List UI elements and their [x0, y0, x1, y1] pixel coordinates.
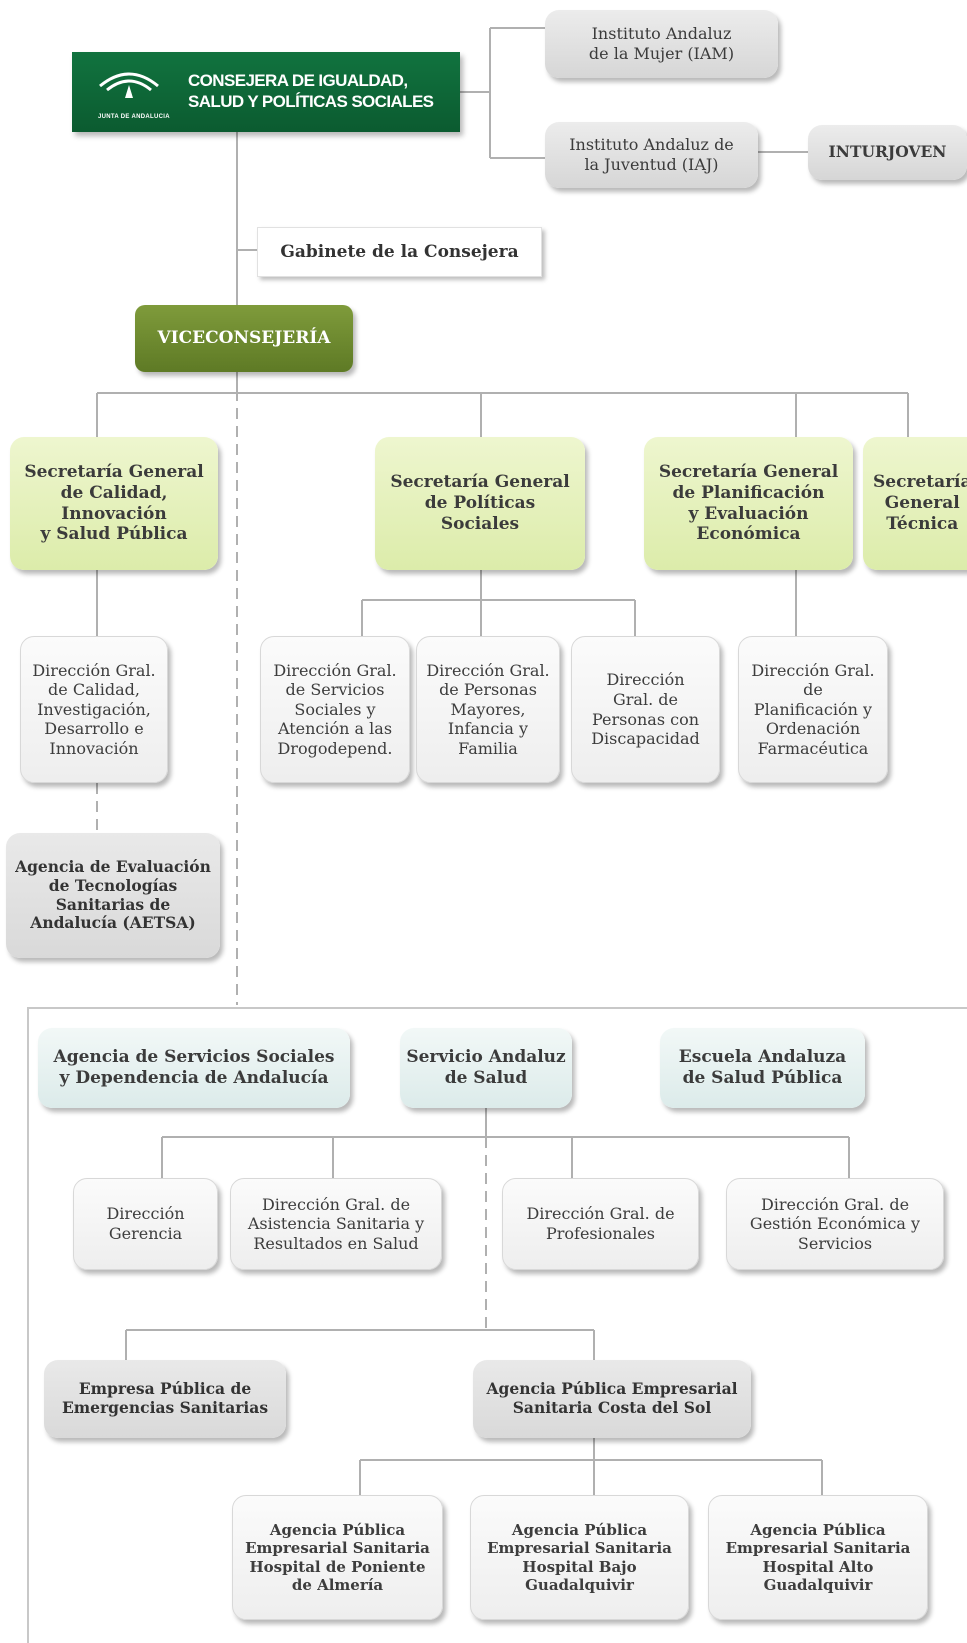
secretaria-calidad-box: Secretaría General de Calidad, Innovació… — [10, 437, 218, 570]
viceconsejeria-box: VICECONSEJERÍA — [135, 305, 353, 372]
emergencias-box: Empresa Pública de Emergencias Sanitaria… — [44, 1360, 286, 1438]
costa-sol-box: Agencia Pública Empresarial Sanitaria Co… — [473, 1360, 751, 1438]
sas-dg-profesionales-box: Dirección Gral. de Profesionales — [502, 1178, 699, 1270]
consejeria-box: JUNTA DE ANDALUCIA CONSEJERA DE IGUALDAD… — [72, 52, 460, 132]
consejeria-title: CONSEJERA DE IGUALDAD, SALUD Y POLÍTICAS… — [188, 71, 434, 111]
dg-mayores-box: Dirección Gral. de Personas Mayores, Inf… — [416, 636, 560, 783]
hospital-bajo-box: Agencia Pública Empresarial Sanitaria Ho… — [470, 1495, 689, 1620]
aetsa-box: Agencia de Evaluación de Tecnologías San… — [6, 833, 220, 958]
logo-text: JUNTA DE ANDALUCIA — [98, 114, 170, 120]
dg-discapacidad-box: Dirección Gral. de Personas con Discapac… — [571, 636, 720, 783]
inturjoven-box: INTURJOVEN — [808, 125, 967, 180]
iaj-box: Instituto Andaluz de la Juventud (IAJ) — [545, 122, 758, 188]
sas-dg-asistencia-box: Dirección Gral. de Asistencia Sanitaria … — [230, 1178, 442, 1270]
secretaria-planificacion-box: Secretaría General de Planificación y Ev… — [644, 437, 853, 570]
secretaria-politicas-box: Secretaría General de Políticas Sociales — [375, 437, 585, 570]
hospital-poniente-box: Agencia Pública Empresarial Sanitaria Ho… — [232, 1495, 443, 1620]
sas-dg-gerencia-box: Dirección Gerencia — [73, 1178, 218, 1270]
secretaria-tecnica-box: Secretaría General Técnica — [863, 437, 967, 570]
sas-box: Servicio Andaluz de Salud — [400, 1028, 572, 1108]
easp-box: Escuela Andaluza de Salud Pública — [660, 1028, 865, 1108]
junta-logo-icon — [99, 72, 159, 98]
hospital-alto-box: Agencia Pública Empresarial Sanitaria Ho… — [708, 1495, 928, 1620]
gabinete-box: Gabinete de la Consejera — [257, 227, 542, 277]
dg-servicios-sociales-box: Dirección Gral. de Servicios Sociales y … — [260, 636, 410, 783]
dg-farmaceutica-box: Dirección Gral. de Planificación y Orden… — [738, 636, 888, 783]
dg-calidad-box: Dirección Gral. de Calidad, Investigació… — [20, 636, 168, 783]
entities-frame — [27, 1007, 967, 1643]
agencia-servicios-sociales-box: Agencia de Servicios Sociales y Dependen… — [38, 1028, 350, 1108]
iam-box: Instituto Andaluz de la Mujer (IAM) — [545, 10, 778, 78]
sas-dg-gestion-box: Dirección Gral. de Gestión Económica y S… — [726, 1178, 944, 1270]
